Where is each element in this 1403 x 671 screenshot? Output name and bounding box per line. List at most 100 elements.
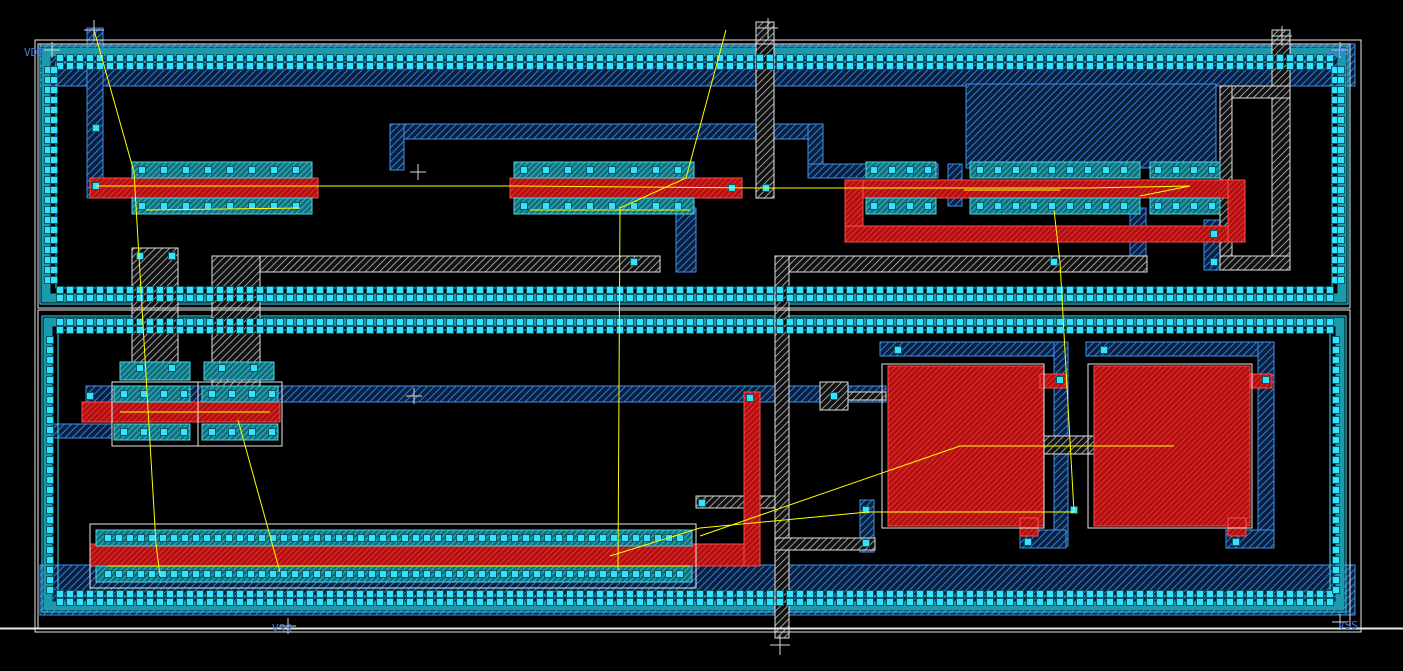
contact: [50, 96, 58, 104]
contact: [466, 294, 474, 302]
contact: [956, 318, 964, 326]
contact: [1076, 326, 1084, 334]
contact: [606, 318, 614, 326]
contact: [434, 570, 442, 578]
contact: [596, 286, 604, 294]
contact: [577, 534, 585, 542]
contact: [214, 570, 222, 578]
contact: [1012, 202, 1020, 210]
contact: [1186, 590, 1194, 598]
contact: [1316, 326, 1324, 334]
contact: [1172, 202, 1180, 210]
contact: [446, 62, 454, 70]
contact: [1084, 202, 1092, 210]
contact: [116, 62, 124, 70]
contact: [203, 534, 211, 542]
contact: [586, 166, 594, 174]
contact: [606, 598, 614, 606]
contact: [986, 62, 994, 70]
contact: [120, 390, 128, 398]
contact: [1337, 266, 1345, 274]
contact: [486, 54, 494, 62]
contact: [1296, 590, 1304, 598]
contact: [186, 294, 194, 302]
contact: [1232, 538, 1240, 546]
contact: [50, 126, 58, 134]
contact: [766, 326, 774, 334]
contact: [56, 294, 64, 302]
contact: [316, 62, 324, 70]
contact: [776, 62, 784, 70]
contact: [726, 294, 734, 302]
contact: [976, 326, 984, 334]
contact: [536, 598, 544, 606]
contact: [106, 286, 114, 294]
contact: [1176, 62, 1184, 70]
contact: [1056, 598, 1064, 606]
contact: [956, 62, 964, 70]
contact: [156, 318, 164, 326]
contact: [1196, 294, 1204, 302]
contact: [636, 286, 644, 294]
contact: [1096, 286, 1104, 294]
contact: [706, 54, 714, 62]
contact: [826, 286, 834, 294]
contact: [1326, 598, 1334, 606]
contact: [836, 326, 844, 334]
contact: [1136, 62, 1144, 70]
contact: [796, 62, 804, 70]
contact: [1337, 276, 1345, 284]
contact: [926, 286, 934, 294]
contact: [726, 326, 734, 334]
contact: [506, 286, 514, 294]
contact: [1332, 486, 1340, 494]
contact: [1186, 294, 1194, 302]
contact: [56, 326, 64, 334]
contact: [1176, 326, 1184, 334]
flight-line: [93, 29, 161, 577]
contact: [511, 534, 519, 542]
contact: [226, 590, 234, 598]
contact: [286, 62, 294, 70]
contact: [1126, 326, 1134, 334]
contact: [1316, 318, 1324, 326]
contact: [836, 62, 844, 70]
contact: [1120, 202, 1128, 210]
contact: [716, 326, 724, 334]
contact: [1236, 590, 1244, 598]
contact: [1006, 590, 1014, 598]
contact: [302, 570, 310, 578]
contact: [533, 534, 541, 542]
contact: [86, 326, 94, 334]
contact: [246, 590, 254, 598]
contact: [426, 54, 434, 62]
contact: [1316, 598, 1324, 606]
contact: [116, 294, 124, 302]
contact: [926, 54, 934, 62]
contact: [666, 598, 674, 606]
contact: [1332, 446, 1340, 454]
contact: [496, 286, 504, 294]
contact: [1256, 590, 1264, 598]
contact: [1326, 54, 1334, 62]
contact: [376, 590, 384, 598]
contact: [599, 570, 607, 578]
contact: [406, 294, 414, 302]
contact: [1146, 318, 1154, 326]
contact: [176, 326, 184, 334]
contact: [520, 166, 528, 174]
flight-line: [609, 511, 1074, 557]
contact: [994, 202, 1002, 210]
contact: [76, 326, 84, 334]
contact: [1226, 54, 1234, 62]
contact: [666, 326, 674, 334]
contact: [656, 598, 664, 606]
contact: [1126, 598, 1134, 606]
contact: [916, 326, 924, 334]
contact: [416, 326, 424, 334]
contact: [926, 326, 934, 334]
contact: [556, 318, 564, 326]
contact: [976, 318, 984, 326]
contact: [746, 598, 754, 606]
